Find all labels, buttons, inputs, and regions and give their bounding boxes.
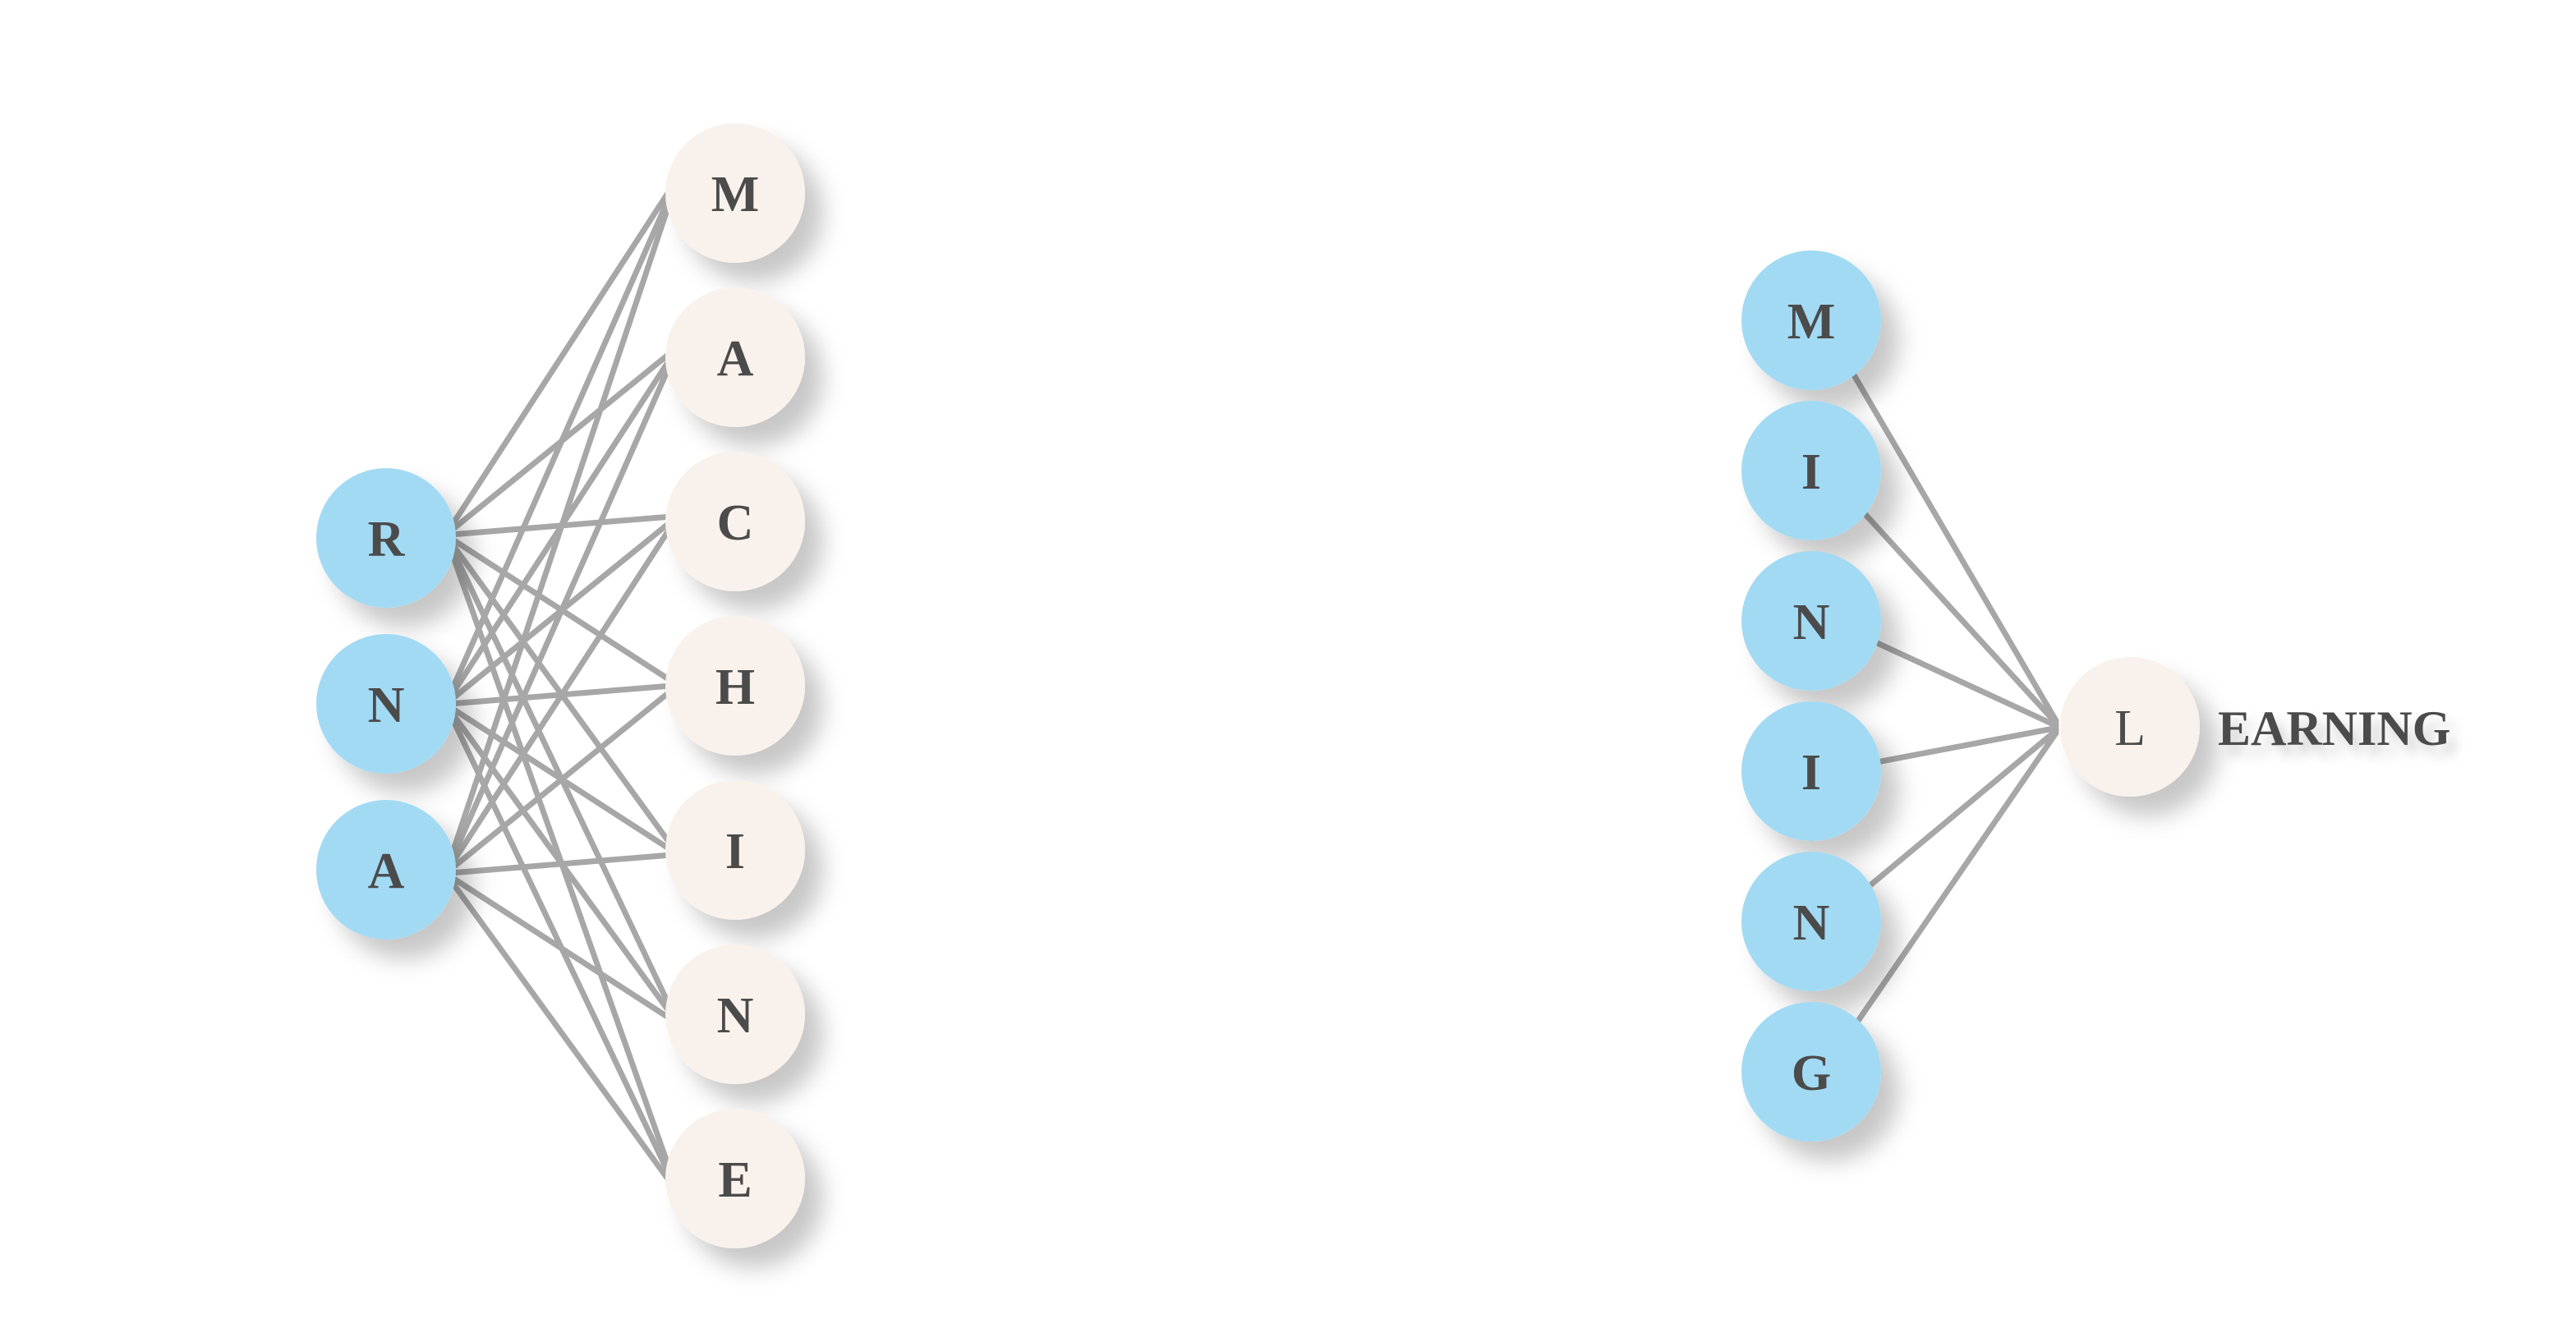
right-output-node-circle (2060, 657, 2200, 797)
left-edge-2-1 (447, 359, 674, 866)
left-input-node-1: N (316, 634, 456, 774)
right-input-node-0: M (1741, 250, 1881, 390)
left-edge-2-5 (447, 873, 674, 1022)
right-input-node-1-circle (1741, 401, 1881, 540)
right-edge-1 (1861, 510, 2059, 726)
left-output-node-4: I (665, 780, 805, 920)
left-output-node-4-circle (665, 780, 805, 920)
left-output-node-1: A (665, 287, 805, 427)
right-diagram-edges (1850, 370, 2059, 1025)
left-input-node-2-letter: A (368, 843, 405, 899)
left-input-node-0-letter: R (368, 512, 406, 568)
right-input-node-1-letter: I (1801, 444, 1821, 500)
left-output-node-1-circle (665, 287, 805, 427)
right-diagram-nodes: M I N I N G L (1741, 250, 2200, 1142)
right-input-node-2-letter: N (1793, 595, 1830, 650)
right-input-node-0-letter: M (1787, 294, 1836, 350)
left-output-node-6-letter: E (718, 1152, 752, 1208)
right-input-node-4: N (1741, 852, 1881, 991)
right-input-node-0-circle (1741, 250, 1881, 390)
right-input-node-3-circle (1741, 701, 1881, 841)
left-edge-2-4 (447, 852, 674, 876)
left-edge-2-3 (447, 687, 674, 873)
left-output-node-6-circle (665, 1109, 805, 1248)
left-output-node-2-circle (665, 452, 805, 591)
right-edge-5 (1854, 730, 2059, 1025)
left-input-node-2: A (316, 800, 456, 940)
right-output-node: L (2060, 657, 2200, 797)
left-output-node-5-letter: N (717, 988, 754, 1044)
left-output-node-3-letter: H (715, 659, 755, 715)
left-edge-2-6 (447, 876, 674, 1187)
right-input-node-3-letter: I (1801, 745, 1821, 801)
left-input-node-0: R (316, 468, 456, 608)
left-output-node-5-circle (665, 944, 805, 1084)
right-output-node-letter: L (2114, 701, 2146, 756)
right-input-node-3: I (1741, 701, 1881, 841)
left-edge-0-0 (447, 185, 674, 531)
left-output-node-6: E (665, 1109, 805, 1248)
right-input-node-1: I (1741, 401, 1881, 540)
right-input-node-2-circle (1741, 551, 1881, 691)
left-output-node-5: N (665, 944, 805, 1084)
left-output-node-0-letter: M (711, 167, 760, 223)
left-output-node-2-letter: C (717, 495, 754, 551)
left-output-node-3-circle (665, 616, 805, 756)
left-input-node-2-circle (316, 800, 456, 940)
right-edge-0 (1850, 370, 2059, 724)
right-edge-2 (1873, 639, 2059, 728)
right-input-node-4-circle (1741, 852, 1881, 991)
left-output-node-0: M (665, 123, 805, 263)
right-input-node-5: G (1741, 1002, 1881, 1142)
left-input-node-0-circle (316, 468, 456, 608)
left-output-node-2: C (665, 452, 805, 591)
left-diagram-edges (447, 185, 674, 1187)
left-input-node-1-circle (316, 634, 456, 774)
left-output-node-3: H (665, 616, 805, 756)
right-input-node-2: N (1741, 551, 1881, 691)
earning-suffix-label: EARNING (2218, 701, 2450, 756)
right-input-node-5-letter: G (1792, 1045, 1831, 1101)
left-diagram-nodes: M A C H I N E R N A (316, 123, 805, 1248)
right-input-node-5-circle (1741, 1002, 1881, 1142)
left-output-node-4-letter: I (725, 824, 745, 880)
left-edge-2-0 (447, 195, 674, 863)
right-edge-4 (1866, 728, 2059, 889)
left-edge-2-2 (447, 523, 674, 870)
left-output-node-1-letter: A (717, 331, 754, 387)
right-edge-3 (1875, 725, 2059, 765)
left-output-node-0-circle (665, 123, 805, 263)
right-input-node-4-letter: N (1793, 895, 1830, 951)
left-edge-1-0 (447, 190, 674, 697)
left-input-node-1-letter: N (368, 678, 405, 733)
